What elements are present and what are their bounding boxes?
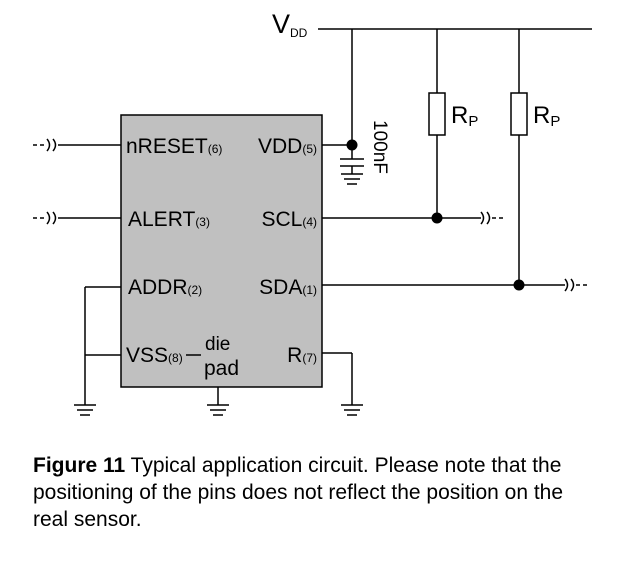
- pin-label-r: R(7): [287, 344, 317, 367]
- scl-pullup-resistor: [428, 92, 446, 136]
- alert-break-mark: [46, 211, 57, 225]
- figure-caption-label: Figure 11: [33, 454, 126, 477]
- capacitor-value-label: 100nF: [369, 120, 390, 174]
- die-pad-label-line2: pad: [204, 357, 239, 380]
- sda-pullup-label: RP: [533, 102, 560, 130]
- supply-label: VDD: [272, 9, 308, 40]
- die-pad-label-line1: die: [205, 334, 230, 355]
- scl-junction-dot: [431, 212, 443, 224]
- pin-label-scl: SCL(4): [261, 208, 317, 231]
- pin-label-alert: ALERT(3): [128, 208, 210, 231]
- pin-label-sda: SDA(1): [259, 276, 317, 299]
- sensor-ic-body: [120, 114, 323, 388]
- pin-label-vss: VSS(8): [126, 344, 183, 367]
- sda-junction-dot: [513, 279, 525, 291]
- scl-pullup-label: RP: [451, 102, 478, 130]
- nreset-break-mark: [46, 138, 57, 152]
- vdd-junction-dot: [346, 139, 358, 151]
- scl-break-mark: [480, 211, 491, 225]
- pin-label-vdd: VDD(5): [258, 135, 317, 158]
- pin-label-addr: ADDR(2): [128, 276, 202, 299]
- sda-break-mark: [564, 278, 575, 292]
- application-circuit-diagram: VDD RP RP 100nF nRESET(6) ALERT(3) ADDR(…: [33, 9, 592, 416]
- pin-label-nreset: nRESET(6): [126, 135, 222, 158]
- figure-caption-text: Typical application circuit. Please note…: [33, 454, 564, 531]
- figure-caption: Figure 11 Typical application circuit. P…: [33, 452, 593, 533]
- sda-pullup-resistor: [510, 92, 528, 136]
